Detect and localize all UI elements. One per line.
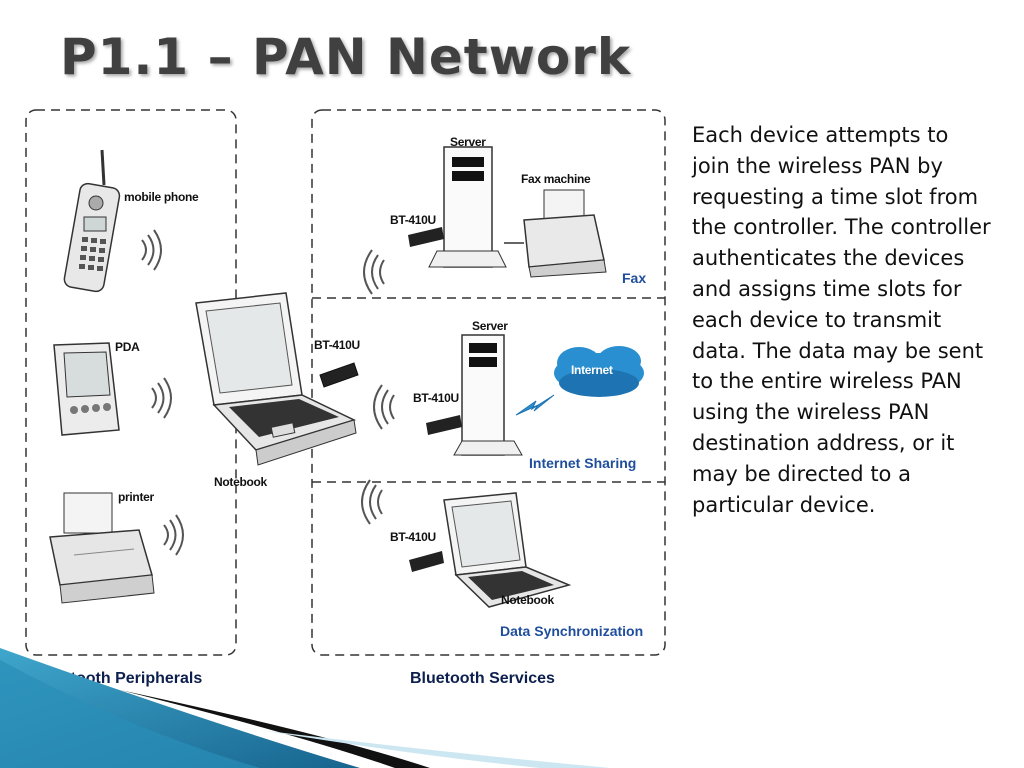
- wireless-signal-icon: [141, 229, 162, 271]
- pda-icon: [53, 342, 120, 436]
- services-panel: [311, 109, 666, 656]
- internet-cloud-label: Internet: [571, 363, 613, 377]
- bt-dongle-icon: [409, 551, 444, 572]
- wireless-signal-icon: [373, 384, 395, 430]
- internet-server-label: Server: [472, 319, 508, 333]
- wireless-signal-icon: [163, 514, 184, 556]
- internet-cloud-icon: [554, 346, 644, 397]
- bt-dongle-icon: [319, 362, 359, 388]
- internet-sharing-caption: Internet Sharing: [529, 455, 637, 471]
- printer-label: printer: [118, 490, 154, 504]
- center-dongle-label: BT-410U: [314, 338, 360, 352]
- data-sync-caption: Data Synchronization: [500, 623, 644, 639]
- bt-dongle-icon: [426, 415, 462, 435]
- server-icon: [428, 146, 507, 268]
- description-text: Each device attempts to join the wireles…: [692, 123, 991, 517]
- mobile-phone-label: mobile phone: [124, 190, 199, 204]
- sync-dongle-label: BT-410U: [390, 530, 436, 544]
- services-caption: Bluetooth Services: [410, 670, 555, 687]
- lightning-icon: [515, 394, 555, 416]
- slide-title: P1.1 – PAN Network: [60, 28, 632, 86]
- fax-machine-label: Fax machine: [521, 172, 591, 186]
- notebook-icon: [443, 492, 572, 608]
- internet-dongle-label: BT-410U: [413, 391, 459, 405]
- pan-network-diagram: mobile phone PDA printer Notebook BT-410…: [24, 105, 674, 695]
- server-icon: [453, 334, 523, 456]
- fax-server-label: Server: [450, 135, 486, 149]
- fax-machine-icon: [504, 189, 607, 278]
- sync-notebook-label: Notebook: [501, 593, 554, 607]
- pda-label: PDA: [115, 340, 140, 354]
- wireless-signal-icon: [361, 479, 383, 525]
- center-notebook-label: Notebook: [214, 475, 267, 489]
- decorative-swoosh: [0, 648, 610, 768]
- fax-dongle-label: BT-410U: [390, 213, 436, 227]
- mobile-phone-icon: [63, 149, 121, 293]
- fax-caption: Fax: [622, 270, 647, 286]
- notebook-icon: [195, 292, 357, 466]
- wireless-signal-icon: [151, 377, 172, 419]
- wireless-signal-icon: [363, 249, 385, 295]
- printer-icon: [49, 492, 155, 604]
- bt-dongle-icon: [408, 227, 444, 247]
